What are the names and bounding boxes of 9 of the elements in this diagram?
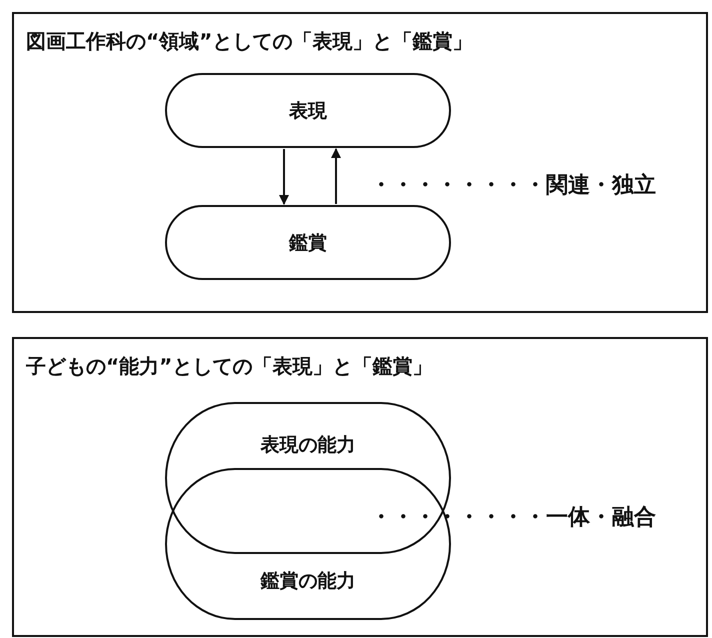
arrow [331,148,341,204]
panel-frame [12,337,708,637]
rounded-box: 表現 [165,73,451,148]
relation-note: ・・・・・・・・関連・独立 [370,173,656,199]
panel-heading: 子どもの“能力”としての「表現」と「鑑賞」 [26,353,432,380]
rounded-box: 鑑賞 [165,205,451,280]
arrow [279,149,289,205]
panel-heading: 図画工作科の“領域”としての「表現」と「鑑賞」 [26,28,472,55]
panel-frame [12,12,708,313]
